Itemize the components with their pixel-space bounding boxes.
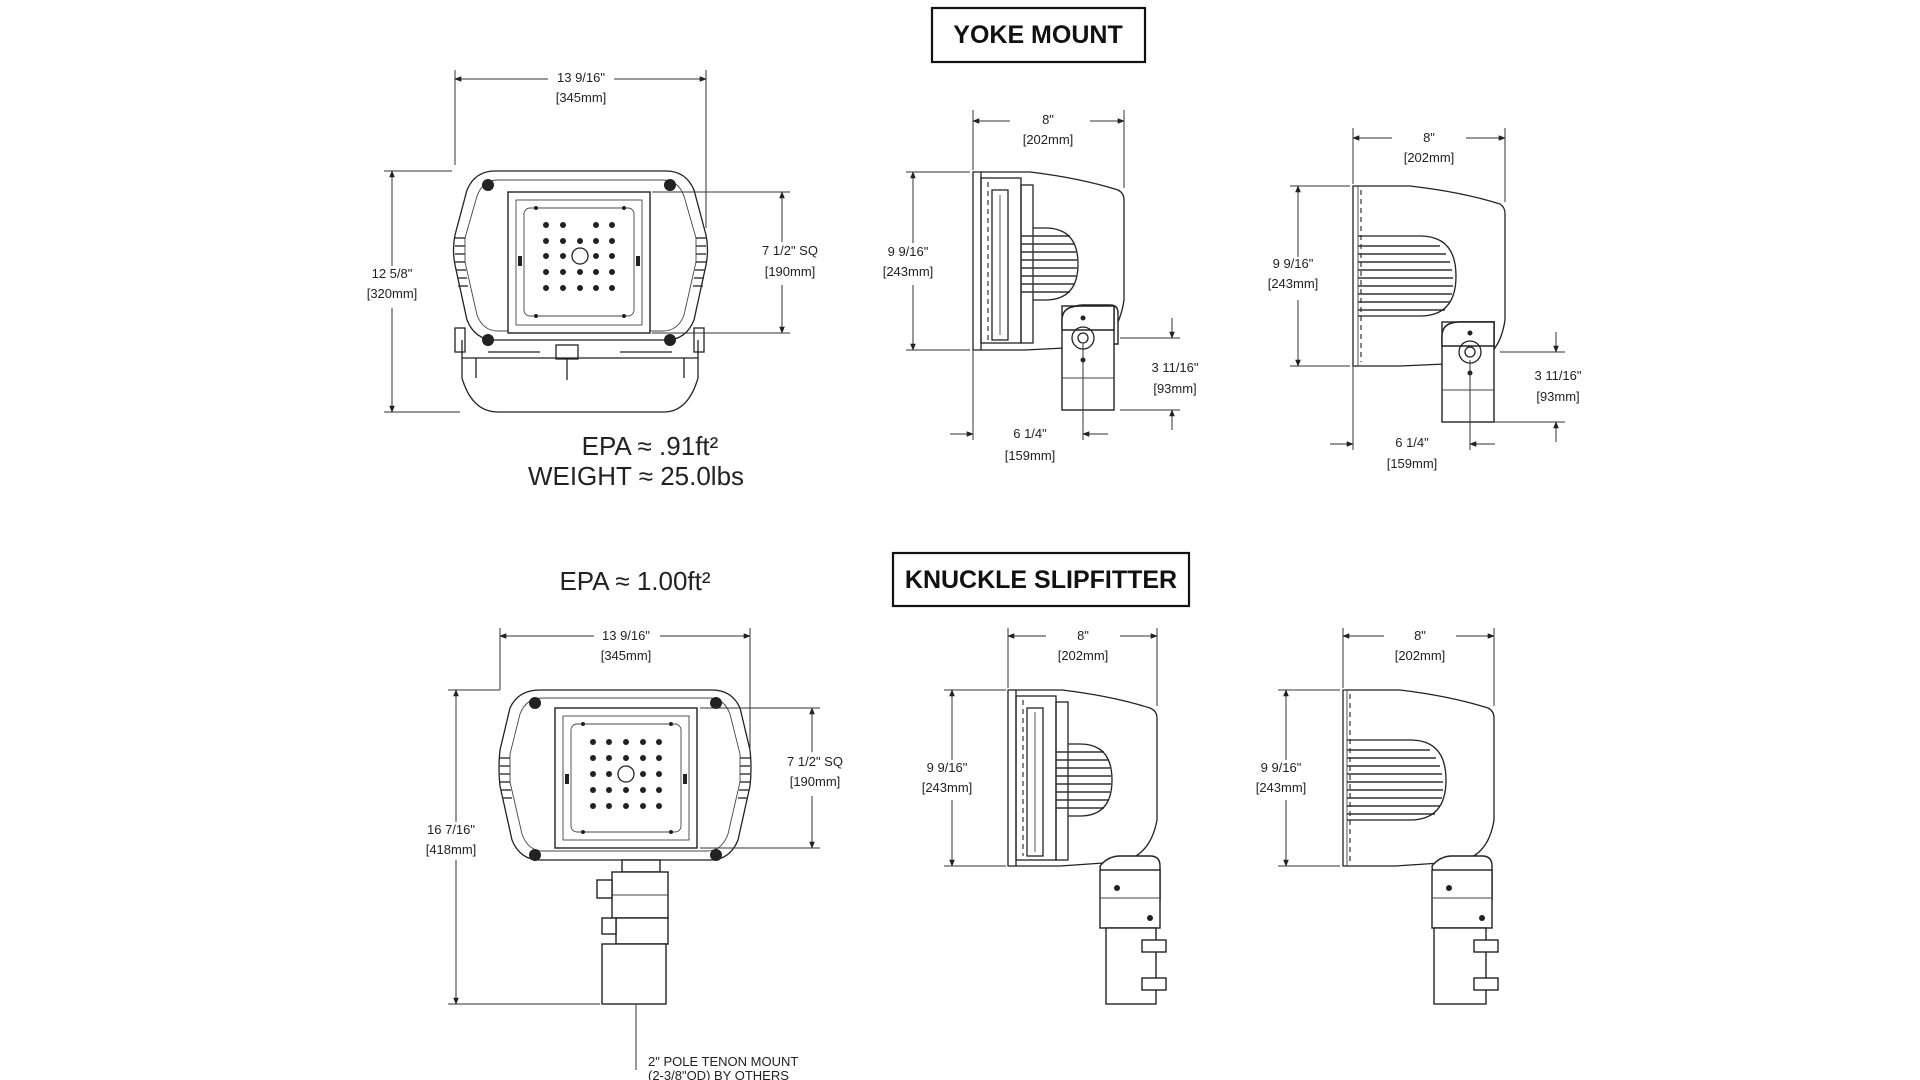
knuckle-side-b-height-mm: [243mm] [1256, 780, 1307, 795]
knuckle-front-width-in: 13 9/16" [602, 628, 650, 643]
knuckle-side-a-width-mm: [202mm] [1058, 648, 1109, 663]
knuckle-front-height-in: 16 7/16" [427, 822, 475, 837]
knuckle-pole-note-line1: 2" POLE TENON MOUNT [648, 1054, 798, 1069]
yoke-side-b-width-mm: [202mm] [1404, 150, 1455, 165]
yoke-front-width-in: 13 9/16" [557, 70, 605, 85]
knuckle-front-view: 2" POLE TENON MOUNT (2-3/8"OD) BY OTHERS… [426, 628, 843, 1080]
yoke-mount-title: YOKE MOUNT [953, 21, 1122, 49]
yoke-front-width-mm: [345mm] [556, 90, 607, 105]
yoke-side-b-mount-in: 3 11/16" [1534, 368, 1581, 383]
yoke-side-view-a: 8" [202mm] 9 9/16" [243mm] 3 11/16" [93m… [883, 110, 1199, 463]
yoke-side-b-width-in: 8" [1423, 130, 1435, 145]
knuckle-front-sq-in: 7 1/2" SQ [787, 754, 843, 769]
yoke-front-height-mm: [320mm] [367, 286, 418, 301]
yoke-front-height-in: 12 5/8" [372, 266, 413, 281]
yoke-side-a-width-mm: [202mm] [1023, 132, 1074, 147]
knuckle-slipfitter-title: KNUCKLE SLIPFITTER [905, 566, 1177, 594]
yoke-front-sq-mm: [190mm] [765, 264, 816, 279]
knuckle-epa-text: EPA ≈ 1.00ft² [559, 566, 710, 596]
knuckle-pole-note-line2: (2-3/8"OD) BY OTHERS [648, 1068, 789, 1080]
yoke-epa-text: EPA ≈ .91ft² [582, 431, 719, 461]
yoke-side-b-height-in: 9 9/16" [1273, 256, 1314, 271]
yoke-side-a-depth-mm: [159mm] [1005, 448, 1056, 463]
knuckle-side-b-width-mm: [202mm] [1395, 648, 1446, 663]
yoke-side-b-depth-mm: [159mm] [1387, 456, 1438, 471]
yoke-side-b-depth-in: 6 1/4" [1395, 435, 1429, 450]
yoke-side-a-mount-mm: [93mm] [1153, 381, 1196, 396]
yoke-side-a-width-in: 8" [1042, 112, 1054, 127]
knuckle-front-height-mm: [418mm] [426, 842, 477, 857]
yoke-side-b-mount-mm: [93mm] [1536, 389, 1579, 404]
yoke-mount-title-box: YOKE MOUNT [930, 6, 1147, 64]
knuckle-slipfitter-title-box: KNUCKLE SLIPFITTER [891, 551, 1191, 608]
knuckle-side-view-a: 8" [202mm] 9 9/16" [243mm] [922, 628, 1167, 1005]
yoke-side-a-height-in: 9 9/16" [888, 244, 929, 259]
yoke-side-b-height-mm: [243mm] [1268, 276, 1319, 291]
yoke-side-a-mount-in: 3 11/16" [1151, 360, 1198, 375]
yoke-side-a-height-mm: [243mm] [883, 264, 934, 279]
knuckle-side-b-height-in: 9 9/16" [1261, 760, 1302, 775]
knuckle-side-a-height-in: 9 9/16" [927, 760, 968, 775]
knuckle-side-view-b: 8" [202mm] 9 9/16" [243mm] [1256, 628, 1499, 1005]
knuckle-side-a-width-in: 8" [1077, 628, 1089, 643]
yoke-front-sq-in: 7 1/2" SQ [762, 243, 818, 258]
yoke-side-view-b: 8" [202mm] 9 9/16" [243mm] 3 11/16" [93m… [1268, 128, 1582, 471]
yoke-front-view: 13 9/16" [345mm] 12 5/8" [320mm] 7 1/2" … [367, 70, 818, 413]
knuckle-side-a-height-mm: [243mm] [922, 780, 973, 795]
knuckle-side-b-width-in: 8" [1414, 628, 1426, 643]
yoke-weight-text: WEIGHT ≈ 25.0lbs [528, 461, 744, 491]
knuckle-front-width-mm: [345mm] [601, 648, 652, 663]
knuckle-front-sq-mm: [190mm] [790, 774, 841, 789]
yoke-side-a-depth-in: 6 1/4" [1013, 426, 1047, 441]
